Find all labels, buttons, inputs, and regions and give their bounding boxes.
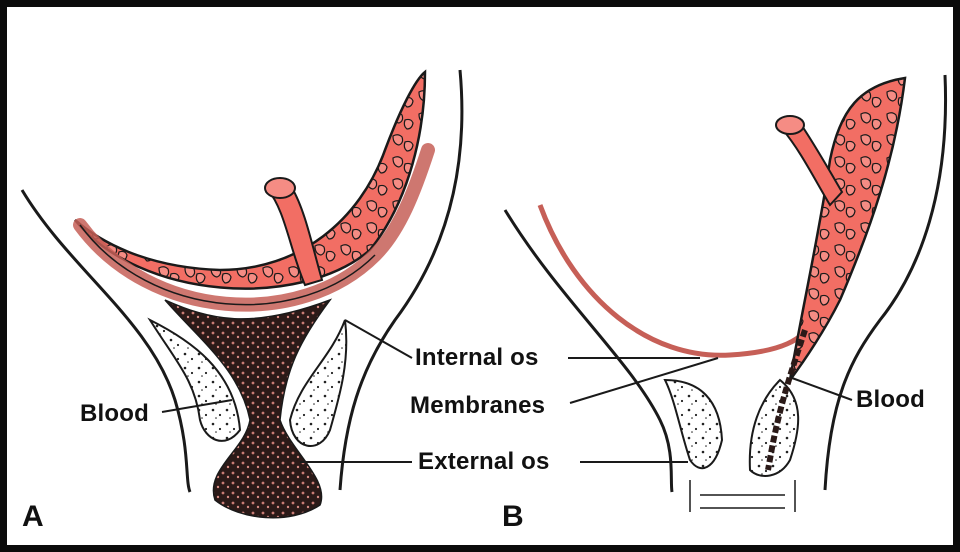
leader-internal-os	[345, 320, 412, 358]
label-membranes: Membranes	[410, 392, 545, 420]
panel-b-diagram	[505, 75, 946, 512]
label-blood-left: Blood	[80, 400, 149, 428]
cervix-left-b	[665, 380, 722, 468]
label-external-os: External os	[418, 448, 550, 476]
label-internal-os: Internal os	[415, 344, 539, 372]
label-blood-right: Blood	[856, 386, 925, 414]
placenta-b	[790, 78, 905, 380]
panel-letter-a: A	[22, 500, 44, 534]
panel-a-diagram	[22, 70, 462, 518]
panel-letter-b: B	[502, 500, 524, 534]
membranes-arc-b	[540, 205, 812, 355]
cord-stump-a	[265, 178, 295, 198]
cord-stump-b	[776, 116, 804, 134]
